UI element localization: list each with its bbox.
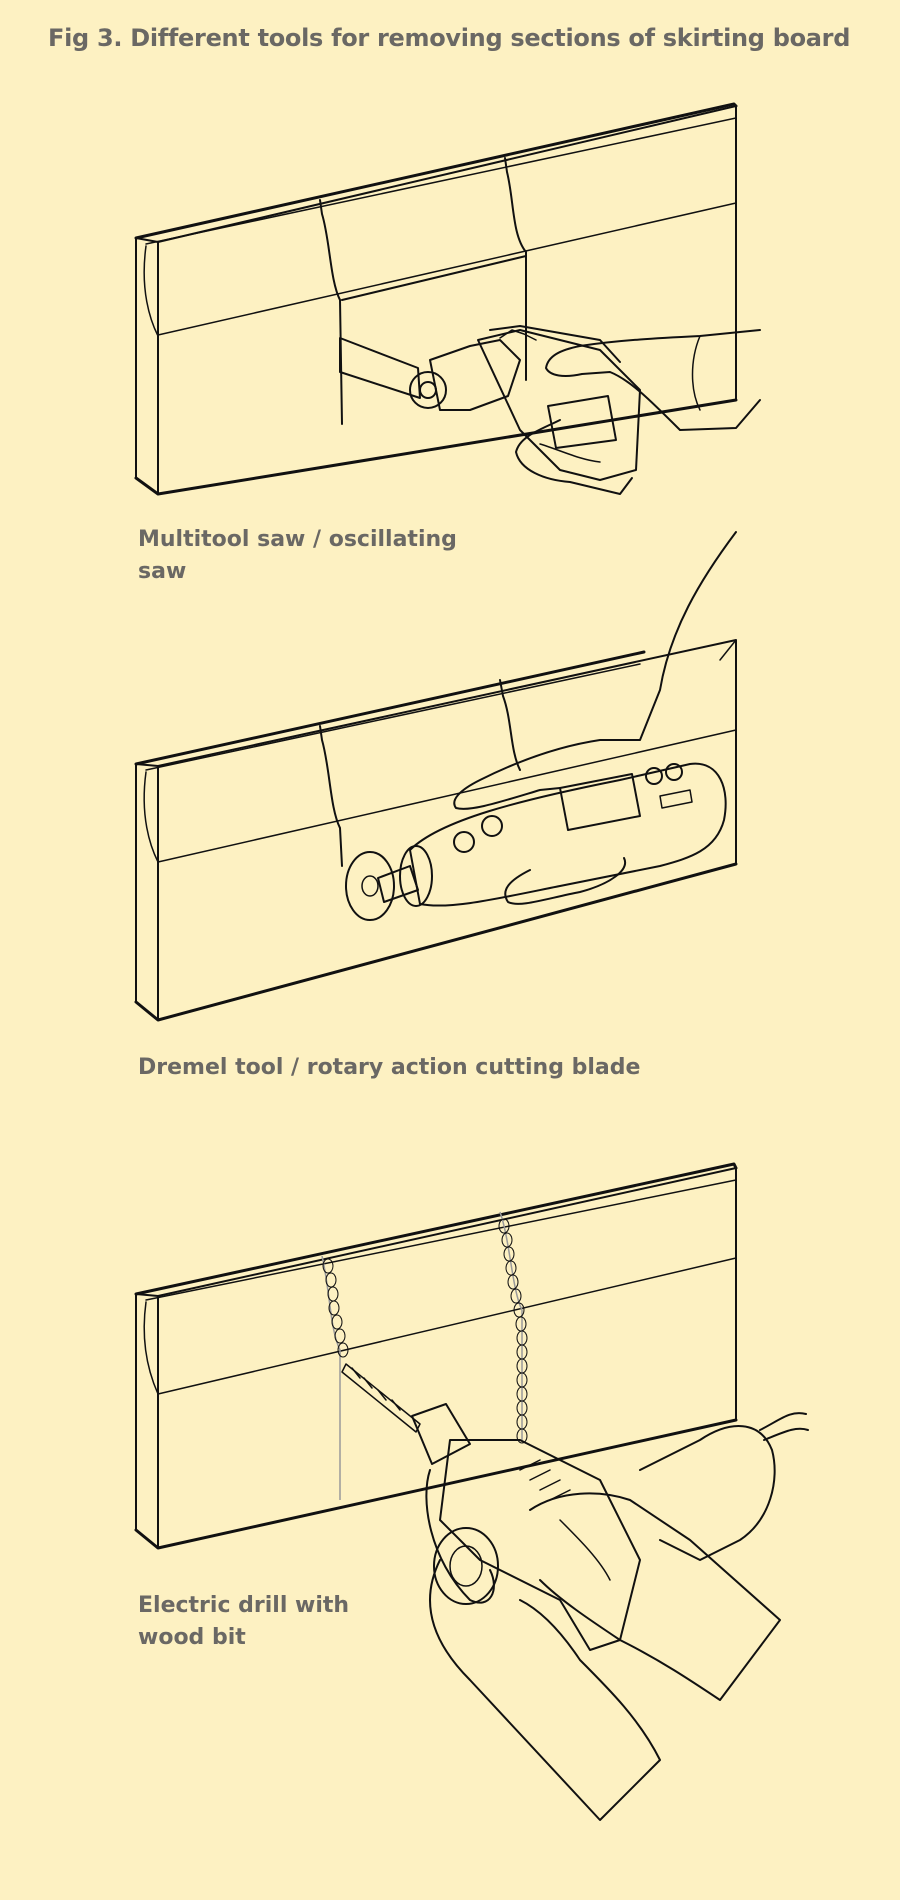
panel-dremel [134,531,738,1022]
caption-multitool: Multitool saw / oscillating saw [138,527,457,584]
multitool-saw [339,325,641,481]
electric-drill [341,1363,809,1651]
hand [515,329,761,495]
caption-drill: Electric drill with wood bit [138,1593,350,1650]
drilled-holes-right [498,1218,528,1444]
skirting-board [134,102,738,496]
caption-dremel: Dremel tool / rotary action cutting blad… [138,1055,641,1080]
skirting-board [134,1162,738,1550]
panel-drill [134,1162,809,1821]
drilled-holes-left [322,1258,349,1358]
hand [453,531,737,905]
figure-title: Fig 3. Different tools for removing sect… [48,24,851,52]
hands [429,1492,781,1821]
dremel-tool [345,762,727,921]
panel-multitool [134,102,761,496]
skirting-board [134,639,738,1022]
